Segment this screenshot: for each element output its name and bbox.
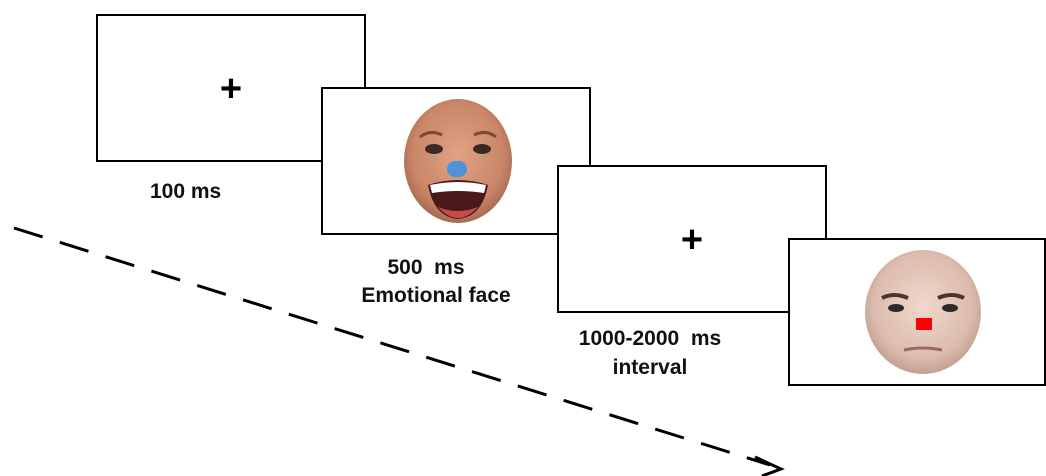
target-face-screen [788, 238, 1046, 386]
blue-cue-marker [447, 161, 467, 177]
neutral-face-image [865, 250, 981, 374]
emotional-face-screen [321, 87, 591, 235]
happy-face-image [404, 99, 512, 223]
duration-label-2: 500 ms [387, 256, 465, 279]
fixation-cross: + [219, 68, 243, 111]
duration-label-3: 1000-2000 ms [578, 327, 722, 350]
red-cue-marker [916, 318, 932, 330]
fixation-screen-2: + [557, 165, 827, 313]
description-label-2: Emotional face [361, 284, 511, 307]
description-label-3: interval [612, 356, 688, 379]
fixation-cross: + [680, 219, 704, 262]
duration-label-1: 100 ms [150, 180, 222, 203]
